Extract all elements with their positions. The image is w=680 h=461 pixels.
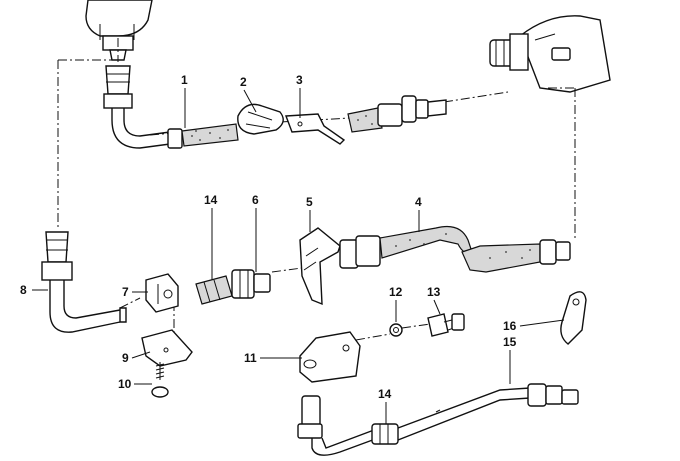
svg-text:6: 6 <box>252 193 259 207</box>
part-4-flexible-hose <box>339 225 571 273</box>
svg-text:14: 14 <box>204 193 218 207</box>
part-12-washer <box>389 323 403 337</box>
callout-16: 16 <box>503 319 565 333</box>
svg-text:15: 15 <box>503 335 517 349</box>
callout-11: 11 <box>244 351 302 365</box>
callout-12: 12 <box>389 285 403 322</box>
callout-5: 5 <box>306 195 313 232</box>
svg-text:8: 8 <box>20 283 27 297</box>
alignment-lines <box>57 38 576 380</box>
hose-speckle-1 <box>191 129 229 141</box>
part-14-hose-sleeve <box>195 275 233 305</box>
part-10-screw <box>151 362 169 398</box>
slave-cylinder-body <box>489 15 611 93</box>
svg-text:4: 4 <box>415 195 422 209</box>
upper-hose-assembly <box>347 95 447 133</box>
callout-15: 15 <box>503 335 517 384</box>
callout-10: 10 <box>118 377 152 391</box>
part-15-brake-pipe <box>297 383 579 456</box>
svg-text:13: 13 <box>427 285 441 299</box>
part-5-bracket <box>299 227 341 306</box>
part-16-bleeder-cap <box>560 291 587 345</box>
callout-14b: 14 <box>378 387 392 424</box>
part-7-mounting-block <box>145 273 179 313</box>
callout-6: 6 <box>252 193 259 272</box>
svg-text:9: 9 <box>122 351 129 365</box>
callout-14a: 14 <box>204 193 218 280</box>
svg-text:2: 2 <box>240 75 247 89</box>
svg-text:7: 7 <box>122 285 129 299</box>
callout-3: 3 <box>296 73 303 118</box>
part-13-bolt <box>427 313 465 337</box>
part-8-brake-pipe <box>41 231 127 333</box>
part-1-brake-line <box>103 65 239 149</box>
callout-13: 13 <box>427 285 441 315</box>
svg-text:3: 3 <box>296 73 303 87</box>
callout-1: 1 <box>181 73 188 128</box>
part-9-clip-plate <box>141 329 193 367</box>
callout-8: 8 <box>20 283 48 297</box>
callout-9: 9 <box>122 351 151 365</box>
callout-2: 2 <box>240 75 257 113</box>
svg-text:1: 1 <box>181 73 188 87</box>
svg-text:14: 14 <box>378 387 392 401</box>
svg-text:5: 5 <box>306 195 313 209</box>
svg-text:10: 10 <box>118 377 132 391</box>
callout-4: 4 <box>415 195 422 232</box>
part-3-bracket <box>285 113 346 145</box>
svg-text:16: 16 <box>503 319 517 333</box>
part-6-union-nut <box>231 269 271 299</box>
callout-7: 7 <box>122 285 148 299</box>
svg-text:12: 12 <box>389 285 403 299</box>
part-11-bracket-plate <box>299 331 361 383</box>
part-2-hose-clip <box>237 103 284 135</box>
master-cylinder-body <box>85 0 153 61</box>
svg-text:11: 11 <box>244 351 257 365</box>
